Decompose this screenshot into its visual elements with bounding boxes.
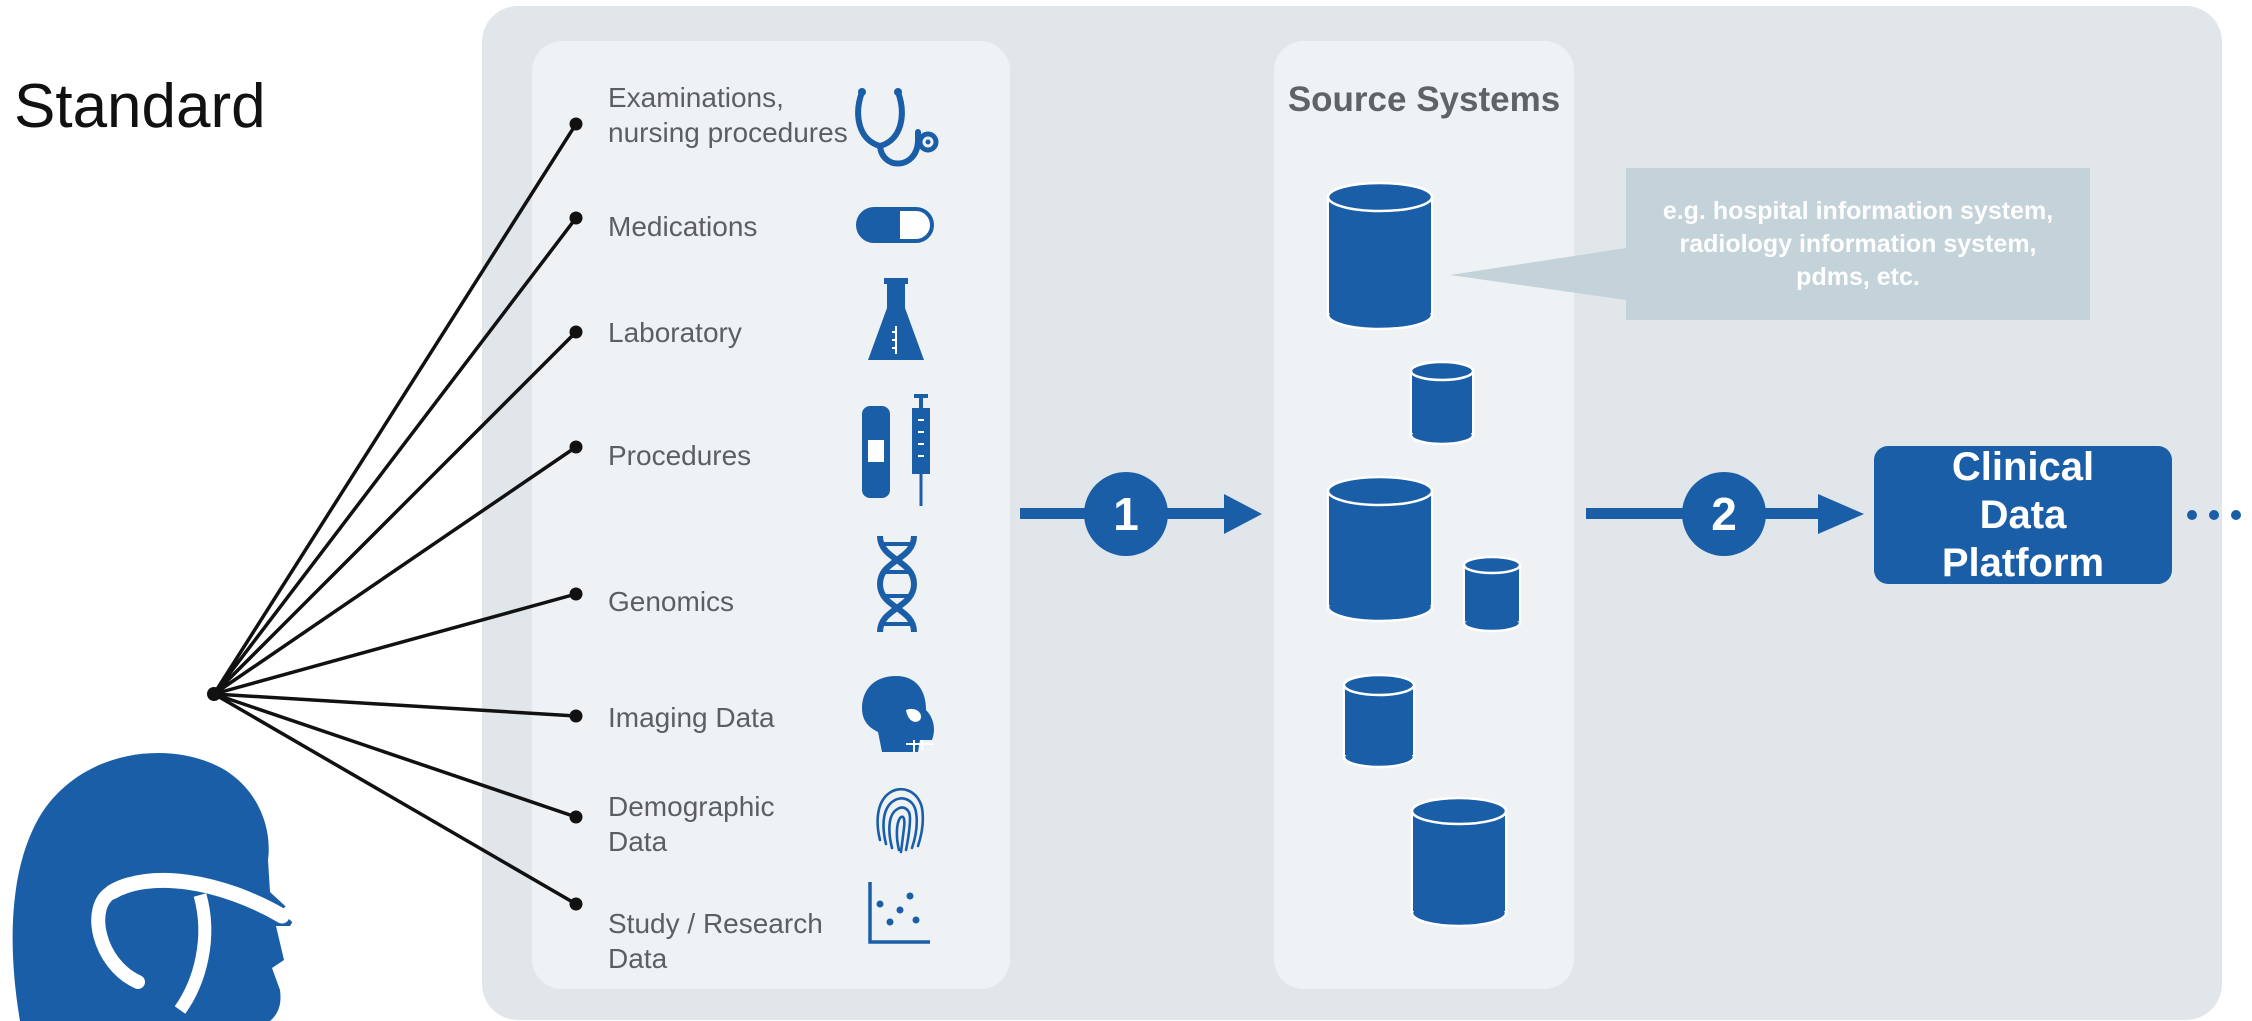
source-label-examinations: Examinations, nursing procedures bbox=[608, 82, 848, 148]
page-title: Standard bbox=[14, 72, 266, 141]
source-label-medications: Medications bbox=[608, 211, 758, 242]
database-icon-4 bbox=[1462, 555, 1522, 633]
database-icon-2 bbox=[1409, 360, 1475, 446]
database-icon-3 bbox=[1326, 475, 1434, 623]
step-2-badge: 2 bbox=[1711, 488, 1737, 540]
dna-icon bbox=[876, 535, 918, 633]
database-icon-6 bbox=[1410, 796, 1508, 928]
source-label-imaging: Imaging Data bbox=[608, 702, 775, 733]
data-sources-panel bbox=[532, 41, 1010, 989]
patient-mask-icon bbox=[12, 752, 309, 1021]
fingerprint-icon bbox=[876, 787, 925, 854]
database-icon-5 bbox=[1342, 673, 1416, 769]
clinical-data-platform-label: Clinical Data Platform bbox=[1941, 445, 2105, 585]
pill-icon bbox=[856, 207, 934, 243]
source-systems-title: Source Systems bbox=[1287, 80, 1561, 119]
skull-icon bbox=[862, 676, 934, 752]
callout-pointer bbox=[1450, 248, 1626, 300]
source-label-genomics: Genomics bbox=[608, 586, 735, 617]
stethoscope-icon bbox=[855, 88, 939, 167]
database-cylinders bbox=[1326, 181, 1522, 928]
source-label-procedures: Procedures bbox=[608, 440, 752, 471]
flask-icon bbox=[868, 278, 924, 360]
database-icon-1 bbox=[1326, 181, 1434, 331]
source-label-study-research: Study / Research Data bbox=[608, 908, 823, 974]
bandage-syringe-icon bbox=[862, 394, 930, 506]
source-label-laboratory: Laboratory bbox=[608, 317, 742, 348]
scatter-plot-icon bbox=[868, 882, 930, 944]
source-systems-callout: e.g. hospital information system, radiol… bbox=[1626, 168, 2090, 320]
clinical-data-platform-box: Clinical Data Platform bbox=[1874, 445, 2172, 585]
step-1-badge: 1 bbox=[1113, 488, 1139, 540]
source-label-demographic: Demographic Data bbox=[608, 791, 775, 857]
